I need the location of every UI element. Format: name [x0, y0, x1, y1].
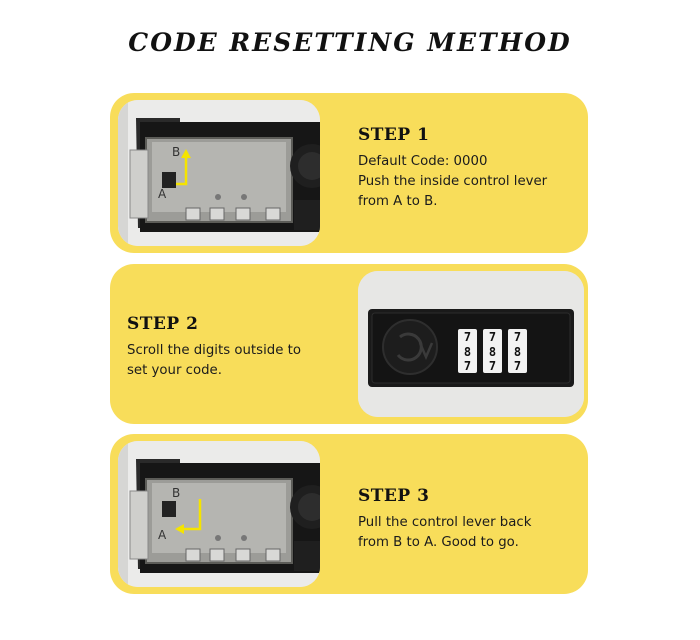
step-1-text: STEP 1 Default Code: 0000 Push the insid…	[358, 125, 547, 212]
step-2-line-2: set your code.	[127, 363, 222, 378]
label-a: A	[158, 528, 167, 542]
label-b: B	[172, 486, 180, 500]
label-a: A	[158, 187, 167, 201]
step-2-text: STEP 2 Scroll the digits outside to set …	[127, 314, 301, 381]
step-3-text: STEP 3 Pull the control lever back from …	[358, 486, 531, 553]
step-3-line-2: from B to A. Good to go.	[358, 535, 519, 550]
step-2-card: STEP 2 Scroll the digits outside to set …	[110, 264, 588, 424]
step-2-title: STEP 2	[127, 314, 199, 334]
step-1-line-1: Default Code: 0000	[358, 154, 488, 169]
dial-digit: 7	[514, 359, 521, 373]
dial-digit: 7	[489, 330, 496, 344]
dial-digit: 8	[489, 345, 496, 359]
step-1-title: STEP 1	[358, 125, 430, 145]
step-1-line-3: from A to B.	[358, 194, 438, 209]
step-3-card: B A STEP 3 Pull the control lever back f…	[110, 434, 588, 594]
dial-digit: 7	[489, 359, 496, 373]
dial-digit: 8	[464, 345, 471, 359]
step-3-title: STEP 3	[358, 486, 430, 506]
step-2-photo: 7 7 7 8 8 8 7 7 7	[358, 271, 584, 417]
dial-digit: 7	[464, 330, 471, 344]
step-2-line-1: Scroll the digits outside to	[127, 343, 301, 358]
dial-digit: 8	[514, 345, 521, 359]
dial-digit: 7	[514, 330, 521, 344]
step-3-line-1: Pull the control lever back	[358, 515, 532, 530]
label-b: B	[172, 145, 180, 159]
dial-digit: 7	[464, 359, 471, 373]
step-1-card: B A STEP 1 Default Code: 0000 Push the i…	[110, 93, 588, 253]
step-1-line-2: Push the inside control lever	[358, 174, 548, 189]
step-1-photo: B A	[118, 100, 320, 246]
step-3-photo: B A	[118, 441, 320, 587]
page-title: CODE RESETTING METHOD	[128, 28, 572, 57]
